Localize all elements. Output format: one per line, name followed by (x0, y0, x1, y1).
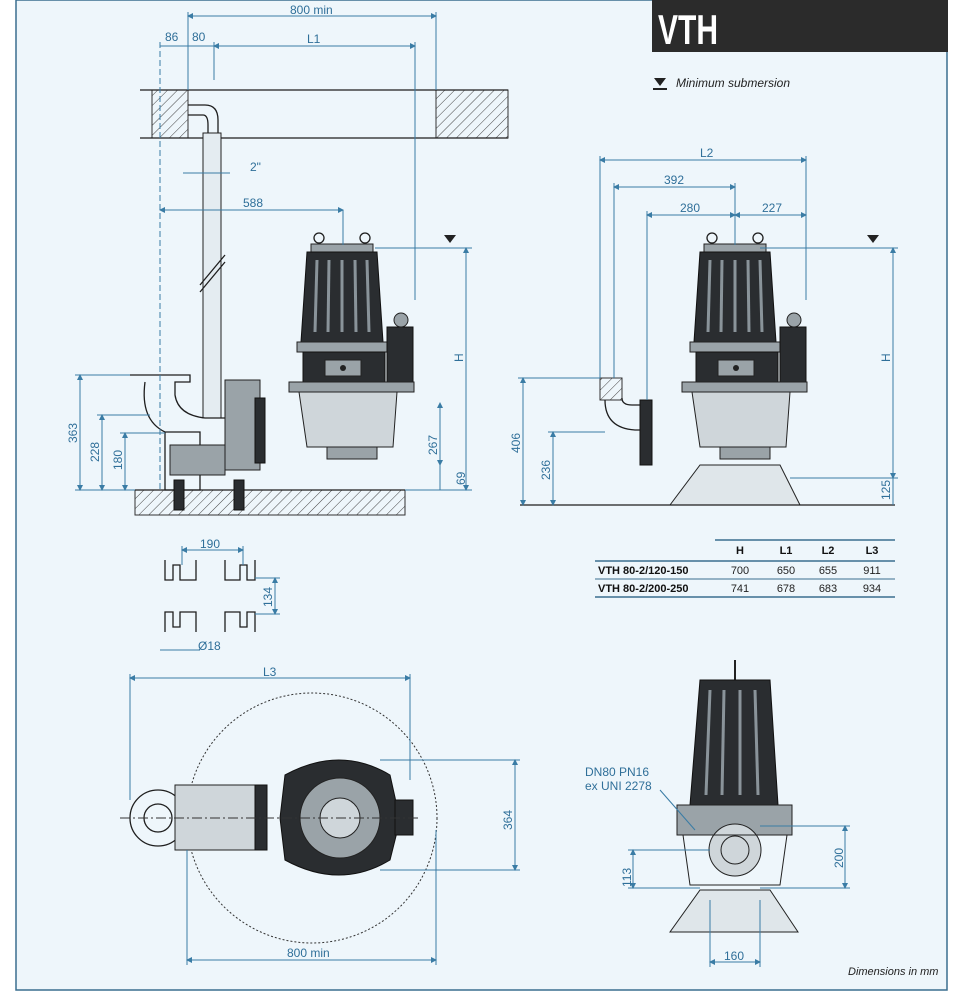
dim-69: 69 (454, 471, 468, 485)
flange-view-dimensions: DN80 PN16 ex UNI 2278 200 113 160 (585, 765, 850, 967)
flange-view (669, 660, 799, 933)
dim-364: 364 (501, 810, 515, 830)
dim-L3: L3 (263, 665, 277, 679)
text-label: 700 (731, 565, 749, 577)
col-header-L2: L2 (822, 545, 835, 557)
dim-125: 125 (879, 480, 893, 500)
text-label: 934 (863, 583, 881, 595)
dim-134: 134 (261, 587, 275, 607)
dim-363: 363 (66, 423, 80, 443)
dim-180: 180 (111, 450, 125, 470)
text-label: 683 (819, 583, 837, 595)
foot-template: 190 134 Ø18 (160, 537, 280, 653)
dim-190: 190 (200, 537, 220, 551)
dim-L1: L1 (307, 32, 321, 46)
front-view (520, 231, 895, 506)
col-header-L1: L1 (780, 545, 793, 557)
side-view (130, 89, 509, 516)
dim-406: 406 (509, 433, 523, 453)
dim-280: 280 (680, 201, 700, 215)
dim-H: H (452, 353, 466, 362)
flange-spec-line1: DN80 PN16 (585, 765, 649, 779)
dim-80: 80 (192, 30, 206, 44)
front-view-dimensions: L2 392 280 227 406 236 H 125 (509, 146, 898, 506)
dim-392: 392 (664, 173, 684, 187)
top-view-dimensions: L3 364 800 min (129, 665, 520, 965)
dim-pipe: 2" (250, 160, 261, 174)
dim-228: 228 (88, 442, 102, 462)
text-label: 650 (777, 565, 795, 577)
dim-H-front: H (879, 353, 893, 362)
dim-160: 160 (724, 949, 744, 963)
dim-200: 200 (832, 848, 846, 868)
dim-236: 236 (539, 460, 553, 480)
legend-label: Minimum submersion (676, 76, 790, 90)
dimensions-table: H L1 L2 L3 VTH 80-2/120-150 700 650 655 … (595, 539, 895, 598)
title-bar (652, 0, 948, 52)
col-header-H: H (736, 545, 744, 557)
flange-spec-line2: ex UNI 2278 (585, 779, 652, 793)
units-note: Dimensions in mm (848, 966, 938, 978)
dim-227: 227 (762, 201, 782, 215)
table-row: VTH 80-2/120-150 700 650 655 911 (598, 565, 881, 577)
dim-267: 267 (426, 435, 440, 455)
text-label: 741 (731, 583, 749, 595)
dim-800min: 800 min (290, 3, 333, 17)
min-submersion-icon (653, 78, 667, 90)
dim-86: 86 (165, 30, 179, 44)
dim-113: 113 (620, 868, 634, 887)
text-label: VTH 80-2/120-150 (598, 565, 689, 577)
dim-hole: Ø18 (198, 639, 221, 653)
top-view (120, 692, 438, 944)
title: VTH (658, 6, 718, 53)
text-label: 678 (777, 583, 795, 595)
col-header-L3: L3 (866, 545, 879, 557)
text-label: 911 (863, 565, 881, 577)
dim-800min-top: 800 min (287, 946, 330, 960)
text-label: VTH 80-2/200-250 (598, 583, 689, 595)
dim-588: 588 (243, 196, 263, 210)
side-view-dimensions: 800 min 86 80 L1 2" 588 363 228 180 267 … (66, 3, 472, 491)
dim-L2: L2 (700, 146, 714, 160)
text-label: 655 (819, 565, 837, 577)
table-row: VTH 80-2/200-250 741 678 683 934 (598, 583, 881, 595)
